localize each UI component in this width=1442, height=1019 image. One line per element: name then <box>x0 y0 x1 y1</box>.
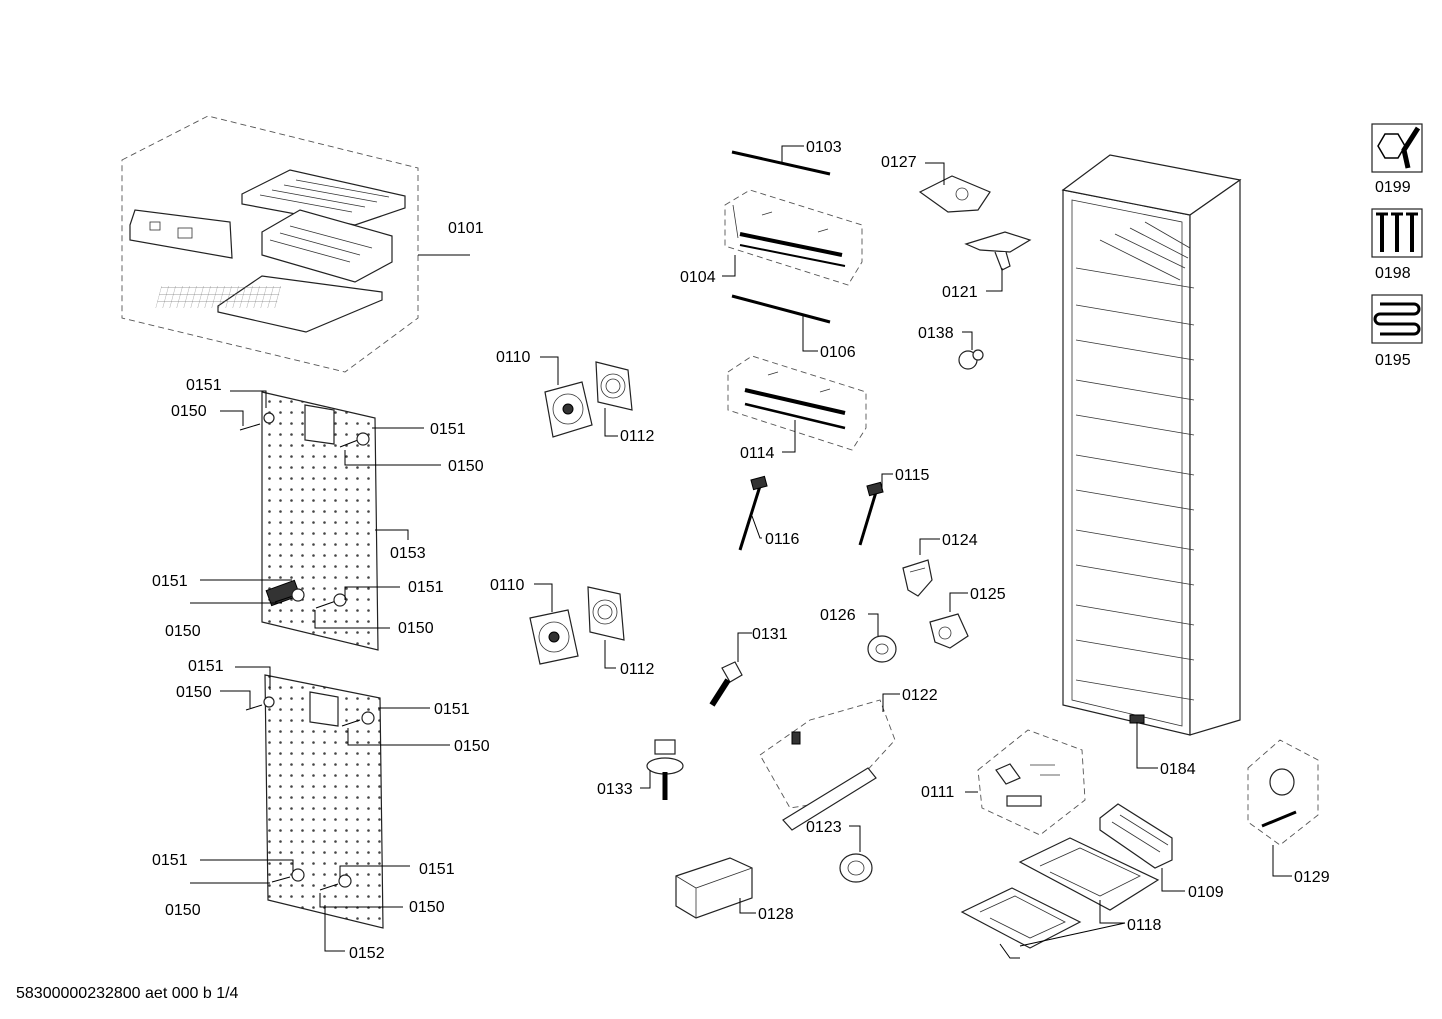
sensor-0115[interactable] <box>858 481 884 546</box>
label-0127: 0127 <box>881 154 917 171</box>
rear-panel-0152[interactable] <box>264 674 384 929</box>
label-0123: 0123 <box>806 819 842 836</box>
cover-0128[interactable] <box>675 857 753 919</box>
control-module-assembly[interactable] <box>121 115 419 373</box>
document-number: 58300000232800 aet 000 b 1/4 <box>16 985 239 1002</box>
label-0110-bottom: 0110 <box>490 577 525 594</box>
hinge-bracket-0121[interactable] <box>964 231 1032 271</box>
label-0150-6: 0150 <box>454 738 490 755</box>
rear-panel-0153[interactable] <box>261 391 379 651</box>
label-0152: 0152 <box>349 945 385 962</box>
screw-0133[interactable] <box>646 739 684 800</box>
label-0101: 0101 <box>448 220 484 237</box>
appliance-cabinet[interactable] <box>1061 154 1242 736</box>
label-0122: 0122 <box>902 687 938 704</box>
fasteners-bottom-panel <box>245 696 375 891</box>
label-0150-1: 0150 <box>171 403 207 420</box>
label-0151-5: 0151 <box>188 658 224 675</box>
label-0112-bottom: 0112 <box>620 661 655 678</box>
label-0128: 0128 <box>758 906 794 923</box>
rail-0103[interactable] <box>731 150 831 176</box>
bracket-0127[interactable] <box>918 175 991 213</box>
bushing-0123[interactable] <box>839 853 873 883</box>
label-0151-6: 0151 <box>434 701 470 718</box>
fan-0110-top[interactable] <box>544 381 593 438</box>
label-0115: 0115 <box>895 467 930 484</box>
label-0106: 0106 <box>820 344 856 361</box>
display-board-assembly-0122[interactable] <box>759 699 896 831</box>
label-0150-4: 0150 <box>398 620 434 637</box>
heating-element-icon[interactable] <box>1371 294 1423 344</box>
label-0110-top: 0110 <box>496 349 531 366</box>
label-0184: 0184 <box>1160 761 1196 778</box>
label-0150-5: 0150 <box>176 684 212 701</box>
foot-0124[interactable] <box>902 559 933 597</box>
label-0133: 0133 <box>597 781 633 798</box>
wine-shelves <box>1075 221 1195 701</box>
label-0129: 0129 <box>1294 869 1330 886</box>
label-0153: 0153 <box>390 545 426 562</box>
label-0195: 0195 <box>1375 352 1411 369</box>
label-0131: 0131 <box>752 626 788 643</box>
drain-tray-0109[interactable] <box>1099 803 1173 869</box>
label-0151-8: 0151 <box>419 861 455 878</box>
label-0126: 0126 <box>820 607 856 624</box>
label-0151-7: 0151 <box>152 852 188 869</box>
wrench-nut-icon[interactable] <box>1371 123 1423 173</box>
rail-0106[interactable] <box>731 294 831 324</box>
label-0104: 0104 <box>680 269 716 286</box>
label-0103: 0103 <box>806 139 842 156</box>
led-light-assembly-0104[interactable] <box>724 189 863 286</box>
sensor-0116[interactable] <box>738 475 768 551</box>
label-0111: 0111 <box>921 784 954 801</box>
label-0114: 0114 <box>740 445 775 462</box>
label-0151-3: 0151 <box>152 573 188 590</box>
label-0150-3: 0150 <box>165 623 201 640</box>
label-0118: 0118 <box>1127 917 1162 934</box>
label-0151-2: 0151 <box>430 421 466 438</box>
label-0138: 0138 <box>918 325 954 342</box>
label-0109: 0109 <box>1188 884 1224 901</box>
hinge-kit-0111[interactable] <box>977 729 1086 836</box>
label-0116: 0116 <box>765 531 800 548</box>
door-handle-kit-0129[interactable] <box>1247 739 1319 846</box>
foot-0125[interactable] <box>929 613 969 649</box>
label-0151-1: 0151 <box>186 377 222 394</box>
heating-plates-0118[interactable] <box>960 837 1160 959</box>
fan-grille-0112-bottom[interactable] <box>587 586 625 641</box>
connector-0131[interactable] <box>709 661 743 707</box>
knob-0138[interactable] <box>958 349 984 370</box>
fan-0110-bottom[interactable] <box>529 609 579 665</box>
fan-grille-0112-top[interactable] <box>595 361 633 411</box>
label-0150-7: 0150 <box>165 902 201 919</box>
label-0150-2: 0150 <box>448 458 484 475</box>
label-0198: 0198 <box>1375 265 1411 282</box>
screws-icon[interactable] <box>1371 208 1423 258</box>
label-0150-8: 0150 <box>409 899 445 916</box>
label-0121: 0121 <box>942 284 978 301</box>
label-0199: 0199 <box>1375 179 1411 196</box>
nut-0126[interactable] <box>867 635 897 663</box>
fasteners-top-panel <box>239 412 370 609</box>
label-0124: 0124 <box>942 532 978 549</box>
label-0151-4: 0151 <box>408 579 444 596</box>
label-0125: 0125 <box>970 586 1006 603</box>
led-light-assembly-0114[interactable] <box>727 355 867 451</box>
label-0112-top: 0112 <box>620 428 655 445</box>
